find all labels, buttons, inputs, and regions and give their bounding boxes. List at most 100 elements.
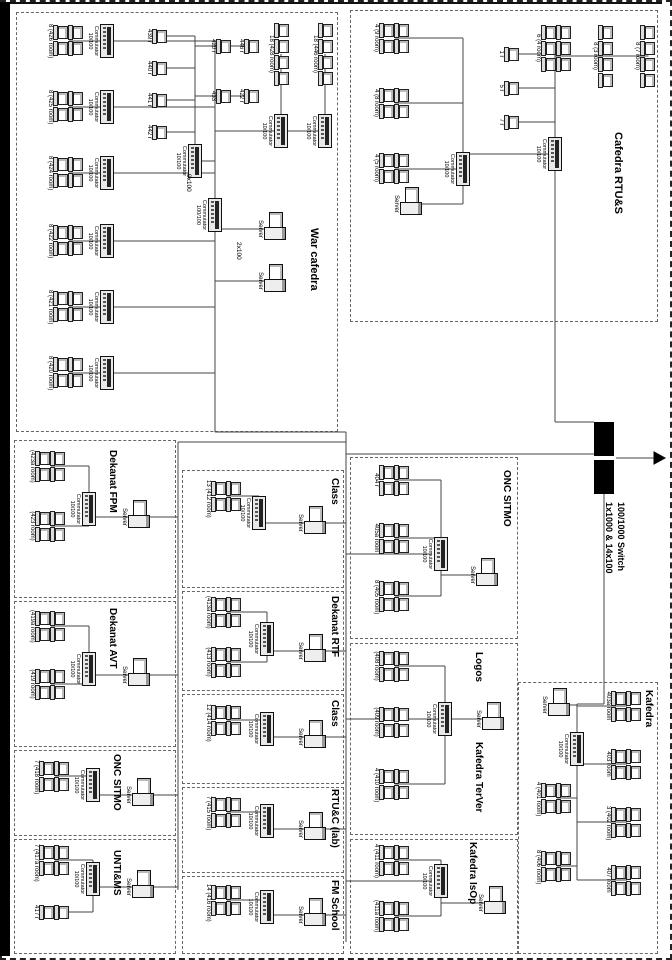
commutator-switch: [86, 862, 100, 896]
computer-group: 404 r: [372, 464, 410, 496]
computer-group: 8 (405 room): [372, 580, 410, 615]
room-label: 6 (4 room): [535, 34, 541, 62]
room-label: 8 (425 room): [47, 90, 53, 125]
computer-icon: [627, 706, 642, 722]
server-icon: [128, 658, 150, 692]
computer-icon: [40, 760, 55, 776]
computer-icon: [319, 54, 334, 70]
computer-group: 403a room: [604, 690, 642, 722]
server-icon: [264, 212, 286, 246]
computer-group: 8 (3 room): [591, 24, 614, 88]
computer-group: 417 r: [32, 904, 70, 920]
computer-icon: [380, 580, 395, 596]
computer-icon: [612, 880, 627, 896]
computer-group: (419 room): [28, 668, 66, 700]
commutator-label: Commutator 10/100: [72, 769, 85, 801]
commutator-label: Commutator 10/100: [68, 653, 81, 685]
computer-icon: [51, 684, 66, 700]
computer-icon: [212, 662, 227, 678]
server-label: Server: [125, 878, 131, 896]
computer-icon: [395, 706, 410, 722]
section-title: UNTI&MS: [111, 850, 122, 896]
room-label: 8 (405 room): [373, 580, 379, 615]
commutator-switch: [100, 156, 114, 190]
server-icon: [476, 558, 498, 592]
commutator-switch: [260, 622, 274, 656]
commutator-label: Commutator 10/100: [420, 538, 433, 570]
commutator-switch: [438, 702, 452, 736]
computer-icon: [395, 464, 410, 480]
computer-icon: [227, 612, 242, 628]
computer-icon: [54, 356, 69, 372]
commutator-switch: [260, 712, 274, 746]
computer-icon: [395, 538, 410, 554]
computer-group: 8 (424 room): [46, 156, 84, 190]
computer-icon: [40, 904, 55, 920]
computer-icon: [227, 884, 242, 900]
computer-icon: [612, 748, 627, 764]
commutator-label: Commutator 10/100: [246, 891, 259, 923]
commutator-label: Commutator 10/100: [260, 115, 273, 147]
server-label: Server: [541, 696, 547, 714]
computer-group: 440 r: [145, 60, 168, 76]
computer-icon: [505, 46, 520, 62]
computer-icon: [245, 38, 260, 54]
section-title: FM School: [329, 880, 340, 931]
computer-icon: [69, 106, 84, 122]
computer-group: 12 (414 room): [204, 704, 242, 742]
computer-icon: [395, 580, 410, 596]
computer-icon: [54, 290, 69, 306]
computer-icon: [395, 768, 410, 784]
computer-icon: [227, 646, 242, 662]
room-label: (413 room): [205, 647, 211, 677]
computer-group: 4 (9 room): [372, 22, 410, 54]
computer-icon: [212, 596, 227, 612]
computer-icon: [542, 866, 557, 882]
commutator-label: Commutator 10/100: [86, 91, 99, 123]
computer-icon: [505, 80, 520, 96]
commutator-label: Commutator 10/100: [534, 138, 547, 170]
uplink-arrow: [653, 451, 667, 465]
computer-icon: [395, 844, 410, 860]
computer-icon: [380, 860, 395, 876]
computer-group: 422 r: [237, 88, 260, 104]
section-title: Kafedra: [643, 690, 654, 728]
computer-icon: [54, 156, 69, 172]
computer-icon: [153, 60, 168, 76]
computer-icon: [380, 538, 395, 554]
computer-icon: [54, 224, 69, 240]
commutator-label: Commutator 10/100: [246, 623, 259, 655]
computer-icon: [557, 40, 572, 56]
computer-group: 7 r: [497, 114, 520, 130]
computer-icon: [51, 450, 66, 466]
commutator-label: Commutator 10/100: [68, 493, 81, 525]
computer-icon: [51, 626, 66, 642]
computer-icon: [380, 706, 395, 722]
computer-icon: [627, 822, 642, 838]
computer-group: 433: [209, 88, 232, 104]
computer-icon: [212, 812, 227, 828]
computer-group: (423a room): [28, 450, 66, 483]
room-label: (411a room): [373, 900, 379, 933]
section-title: RTU&C (lab): [329, 789, 340, 848]
server-label: Server: [393, 195, 399, 213]
computer-icon: [54, 106, 69, 122]
server-icon: [482, 702, 504, 736]
room-label: 8 (7 room): [634, 42, 640, 70]
room-label: 441 r: [146, 93, 152, 107]
computer-group: 3 (402 room): [604, 806, 642, 841]
commutator-switch: [82, 652, 96, 686]
computer-group: 8 (422 room): [46, 224, 84, 258]
room-label: 12 (414 room): [205, 704, 211, 742]
computer-icon: [212, 480, 227, 496]
room-label: 3 (402 room): [605, 806, 611, 841]
computer-icon: [55, 776, 70, 792]
computer-icon: [395, 480, 410, 496]
commutator-label: Commutator 10/100: [424, 703, 437, 735]
computer-group: 18 (446 room): [311, 22, 334, 86]
room-label: 7 (417a room): [33, 844, 39, 882]
computer-icon: [36, 526, 51, 542]
server-label: Server: [257, 272, 263, 290]
computer-icon: [395, 522, 410, 538]
computer-icon: [227, 812, 242, 828]
